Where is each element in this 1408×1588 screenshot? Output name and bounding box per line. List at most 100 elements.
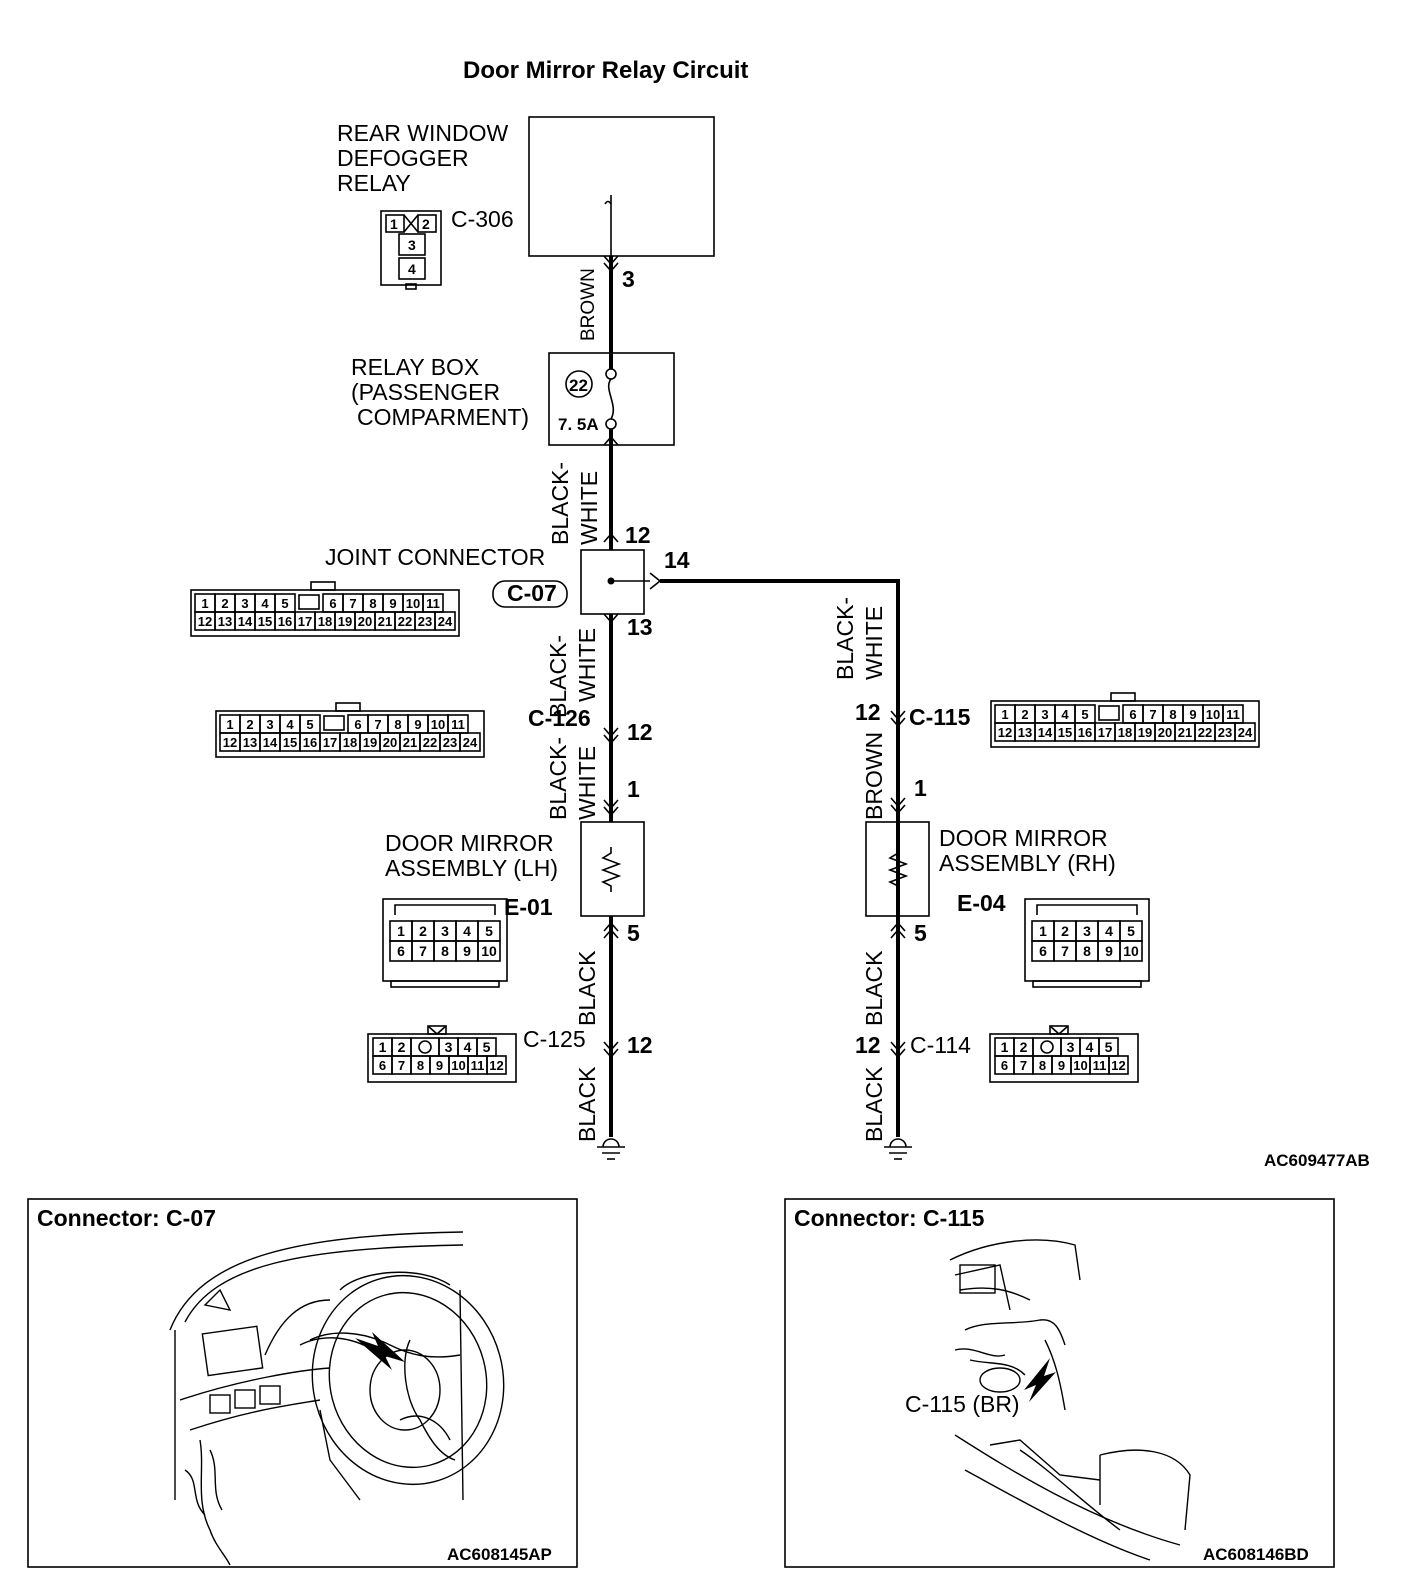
panel-right-ref: AC608146BD xyxy=(1203,1545,1309,1564)
connector-pin-label: 21 xyxy=(403,735,417,750)
connector-pin-label: 11 xyxy=(426,596,440,611)
connector-pin-label: 18 xyxy=(343,735,357,750)
c306-pin-3: 3 xyxy=(408,237,416,253)
connector-pin-label: 8 xyxy=(1039,1058,1046,1073)
connector-pin-label: 11 xyxy=(471,1058,485,1073)
connector-pin-label: 9 xyxy=(436,1058,443,1073)
relay-label-2: DEFOGGER xyxy=(337,145,469,171)
panel-right-title: Connector: C-115 xyxy=(794,1205,985,1231)
connector-pin-label: 4 xyxy=(464,1039,472,1055)
fuse-number-badge xyxy=(565,370,593,398)
connector-pin-label: 24 xyxy=(463,735,478,750)
wire-color-brown-r: BROWN xyxy=(861,732,887,820)
wire-color-bw-r-a: BLACK- xyxy=(832,597,858,680)
connector-pin-label: 24 xyxy=(438,614,453,629)
connector-pin-label: 15 xyxy=(258,614,272,629)
connector-pin-label: 4 xyxy=(1086,1039,1094,1055)
connector-pin-label: 18 xyxy=(1118,725,1132,740)
fuse-rating: 7. 5A xyxy=(558,415,599,434)
connector-pin-label: 20 xyxy=(383,735,397,750)
wire-color-bw-1b: WHITE xyxy=(576,471,602,545)
relay-label-3: RELAY xyxy=(337,170,411,196)
door-mirror-lh: DOOR MIRROR ASSEMBLY (LH) E-01 1 5 xyxy=(385,776,645,946)
connector-pin-label: 6 xyxy=(329,596,336,611)
lh-label-1: DOOR MIRROR xyxy=(385,830,554,856)
connector-pin-label: 17 xyxy=(323,735,337,750)
connector-pin-label: 16 xyxy=(278,614,292,629)
connector-pin-label: 4 xyxy=(463,923,471,939)
connector-pin-label: 11 xyxy=(1226,707,1240,722)
c126-id: C-126 xyxy=(528,705,591,731)
connector-pin-label: 7 xyxy=(419,943,427,959)
connector-pin-label: 5 xyxy=(306,717,313,732)
connector-pin-label: 9 xyxy=(414,717,421,732)
connector-pin-label: 8 xyxy=(394,717,401,732)
connector-pin-label: 15 xyxy=(283,735,297,750)
defogger-relay: REAR WINDOW DEFOGGER RELAY C-306 3 xyxy=(337,116,715,292)
connector-pin-label: 1 xyxy=(1001,707,1008,722)
connector-pin-label: 8 xyxy=(1083,943,1091,959)
connector-pin-label: 7 xyxy=(1149,707,1156,722)
joint-pin-12: 12 xyxy=(625,522,651,548)
connector-pin-label: 5 xyxy=(1105,1039,1113,1055)
wire-color-bw-r-b: WHITE xyxy=(861,606,887,680)
wire-color-black-rh-2: BLACK xyxy=(861,1066,887,1142)
relay-label-1: REAR WINDOW xyxy=(337,120,509,146)
connector-pin-label: 3 xyxy=(241,596,248,611)
connector-pin-label: 2 xyxy=(398,1039,406,1055)
connector-pin-label: 3 xyxy=(1041,707,1048,722)
connector-pin-label: 17 xyxy=(1098,725,1112,740)
connector-pin-label: 9 xyxy=(1058,1058,1065,1073)
connector-pin-label: 2 xyxy=(1021,707,1028,722)
joint-connector: JOINT CONNECTOR C-07 12 14 13 xyxy=(325,522,690,640)
wire-color-black-rh-1: BLACK xyxy=(861,950,887,1026)
connector-pin-label: 1 xyxy=(201,596,208,611)
wire-color-bw-2b: WHITE xyxy=(574,628,600,702)
relay-box: RELAY BOX (PASSENGER COMPARMENT) 22 7. 5… xyxy=(351,352,675,446)
connector-pin-label: 13 xyxy=(1018,725,1032,740)
rh-pin-1: 1 xyxy=(914,775,927,801)
lh-heater-resistor xyxy=(600,847,622,892)
connector-pin-label: 19 xyxy=(1138,725,1152,740)
c126-pin: 12 xyxy=(627,719,653,745)
relay-contact-symbol xyxy=(604,200,612,205)
connector-pin-label: 10 xyxy=(1123,943,1139,959)
connector-pin-label: 9 xyxy=(389,596,396,611)
joint-connector-label: JOINT CONNECTOR xyxy=(325,544,545,570)
connector-pin-label: 21 xyxy=(378,614,392,629)
connector-pin-label: 24 xyxy=(1238,725,1253,740)
connector-pin-label: 12 xyxy=(223,735,237,750)
connector-pin-label: 13 xyxy=(218,614,232,629)
rh-label-1: DOOR MIRROR xyxy=(939,825,1108,851)
connector-pin-label: 1 xyxy=(1039,923,1047,939)
panel-right-callout: C-115 (BR) xyxy=(905,1391,1020,1417)
relay-pin-3: 3 xyxy=(622,266,635,292)
connector-pin-label: 8 xyxy=(369,596,376,611)
joint-pin-14: 14 xyxy=(664,547,690,573)
fuse-number: 22 xyxy=(569,376,588,395)
connector-pin-label: 6 xyxy=(1001,1058,1008,1073)
connector-pin-label: 8 xyxy=(417,1058,424,1073)
connector-pin-label: 10 xyxy=(481,943,497,959)
ground-lh-icon xyxy=(597,1138,625,1160)
connector-pin-label: 7 xyxy=(1020,1058,1027,1073)
connector-pin-label: 9 xyxy=(1189,707,1196,722)
connector-pin-label: 1 xyxy=(379,1039,387,1055)
connector-pin-label: 11 xyxy=(1093,1058,1107,1073)
connector-pin-label: 3 xyxy=(1083,923,1091,939)
connector-pin-label: 21 xyxy=(1178,725,1192,740)
console-illustration-right xyxy=(949,1239,1191,1561)
c115-id: C-115 xyxy=(909,704,971,730)
lh-connector-id: E-01 xyxy=(504,894,553,920)
connector-pin-label: 22 xyxy=(1198,725,1212,740)
connector-pin-label: 8 xyxy=(1169,707,1176,722)
wire-color-brown-top: BROWN xyxy=(578,268,599,341)
connector-pin-label: 3 xyxy=(441,923,449,939)
connector-pin-label: 9 xyxy=(1105,943,1113,959)
arrow-icon-left xyxy=(355,1332,405,1370)
connector-pin-label: 4 xyxy=(1105,923,1113,939)
